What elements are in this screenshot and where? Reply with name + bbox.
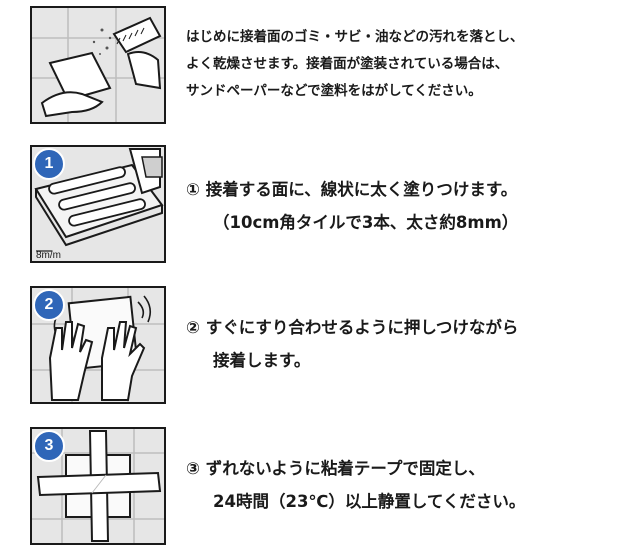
intro-line: サンドペーパーなどで塗料をはがしてください。 [186, 83, 482, 99]
intro-text: はじめに接着面のゴミ・サビ・油などの汚れを落とし、 よく乾燥させます。接着面が塗… [186, 24, 524, 105]
step-3-badge: 3 [33, 430, 65, 462]
step-line: ① 接着する面に、線状に太く塗りつけます。 [186, 180, 518, 199]
step-1-text: ① 接着する面に、線状に太く塗りつけます。 （10cm角タイルで3本、太さ約8m… [186, 173, 518, 239]
step-2-badge: 2 [33, 289, 65, 321]
step-1: 8m/m 1 ① 接着する面に、線状に太く塗りつけます。 （10cm角タイルで3… [0, 145, 623, 275]
step-line: ② すぐにすり合わせるように押しつけながら [186, 318, 519, 337]
width-label: 8m/m [36, 250, 61, 261]
pressing-tile-illustration [30, 286, 166, 404]
cleaning-illustration [30, 6, 166, 124]
step-2-text: ② すぐにすり合わせるように押しつけながら 接着します。 [186, 311, 518, 377]
step-3-text: ③ ずれないように粘着テープで固定し、 24時間（23℃）以上静置してください。 [186, 452, 525, 518]
intro-line: よく乾燥させます。接着面が塗装されている場合は、 [186, 56, 509, 72]
step-line: （10cm角タイルで3本、太さ約8mm） [213, 213, 519, 232]
step-1-badge: 1 [33, 148, 65, 180]
intro-step: はじめに接着面のゴミ・サビ・油などの汚れを落とし、 よく乾燥させます。接着面が塗… [0, 0, 623, 130]
taping-tile-illustration [30, 427, 166, 545]
step-3: 3 ③ ずれないように粘着テープで固定し、 24時間（23℃）以上静置してくださ… [0, 427, 623, 557]
step-line: 24時間（23℃）以上静置してください。 [213, 492, 526, 511]
step-line: ③ ずれないように粘着テープで固定し、 [186, 459, 485, 478]
step-2: 2 ② すぐにすり合わせるように押しつけながら 接着します。 [0, 286, 623, 416]
step-line: 接着します。 [213, 351, 311, 370]
intro-line: はじめに接着面のゴミ・サビ・油などの汚れを落とし、 [186, 29, 524, 45]
